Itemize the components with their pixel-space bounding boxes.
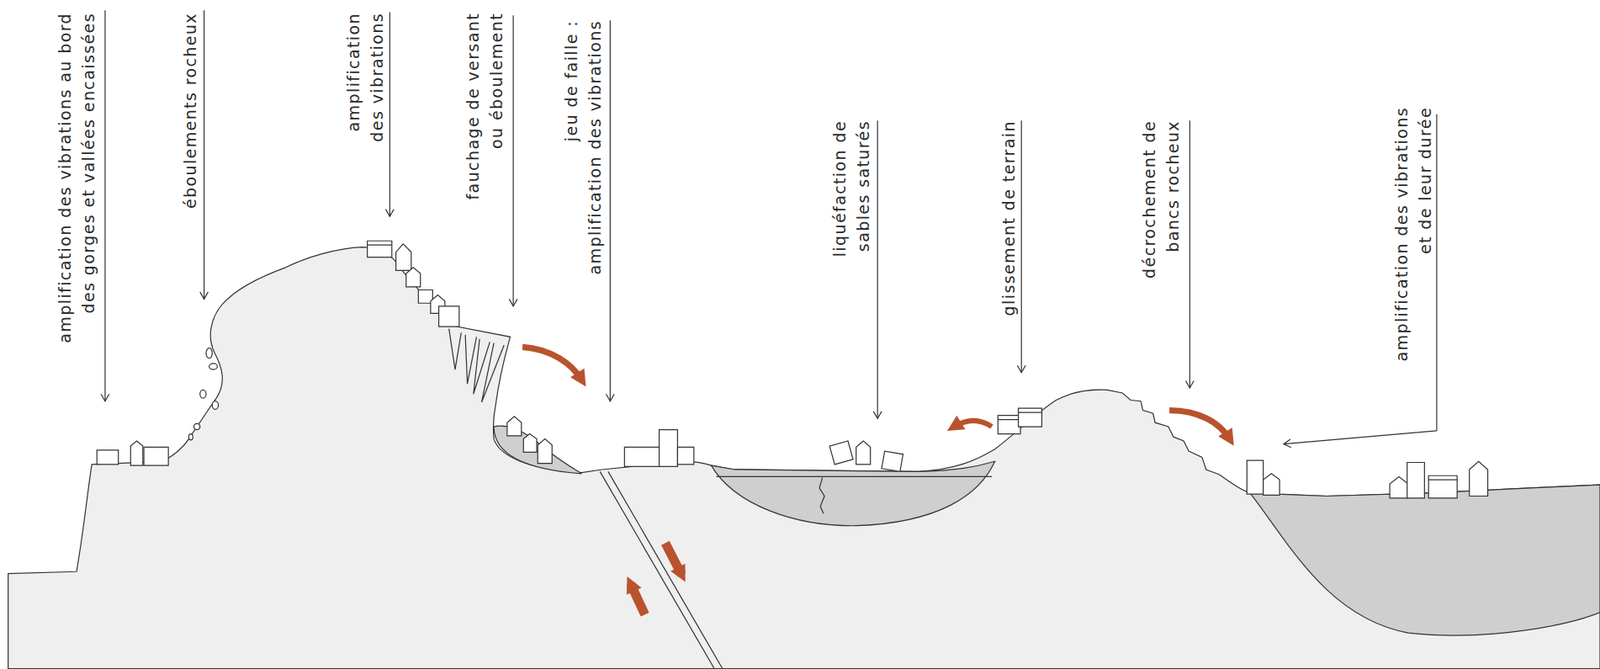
houses: [96, 240, 1488, 499]
annotation-label: liquéfaction de sables saturés: [827, 120, 875, 669]
label-line: amplification des vibrations: [1389, 106, 1414, 669]
label-line: amplification des vibrations au bord: [52, 12, 77, 602]
annotation-label: éboulements rocheux: [178, 12, 202, 602]
fault-arrow-down: [665, 542, 682, 575]
fallen-rocks: [188, 348, 218, 440]
label-line: amplification des vibrations: [582, 20, 607, 610]
liquefaction-crack: [819, 477, 825, 514]
label-line: liquéfaction de: [827, 120, 852, 669]
label-line: des vibrations: [365, 12, 389, 602]
label-line: et de leur durée: [1413, 106, 1437, 669]
annotation-label: jeu de faille : amplification des vibrat…: [559, 20, 607, 610]
slope-collapse-arrow: [522, 346, 582, 380]
label-line: bancs rocheux: [1160, 120, 1185, 669]
fault-arrow-up: [630, 583, 646, 615]
label-line: fauchage de versant: [460, 12, 485, 602]
label-line: sables saturés: [851, 120, 875, 669]
rock-slip-arrow: [1169, 410, 1230, 440]
landslide-arrow: [953, 420, 992, 427]
label-line: décrochement de: [1137, 120, 1161, 669]
fault-line: [599, 471, 723, 668]
annotation-label: amplification des vibrations: [341, 12, 389, 602]
scarp-cracks: [449, 328, 505, 403]
label-line: des gorges et vallées encaissées: [76, 12, 101, 602]
annotation-label: décrochement de bancs rocheux: [1137, 120, 1185, 669]
label-line: glissement de terrain: [996, 120, 1021, 669]
label-line: éboulements rocheux: [178, 12, 202, 602]
annotation-label: glissement de terrain: [996, 120, 1021, 669]
landscape: [8, 10, 1600, 668]
water-table: [716, 476, 993, 477]
ground: [8, 247, 1600, 669]
label-line: jeu de faille :: [559, 20, 583, 610]
annotation-label: fauchage de versant ou éboulement: [460, 12, 509, 602]
label-line: ou éboulement: [484, 12, 509, 602]
saturated-sand-basin: [710, 460, 995, 525]
label-line: amplification: [341, 12, 366, 602]
leader-arrows: [105, 10, 1437, 445]
sediment-basin: [1250, 484, 1600, 636]
annotation-label: amplification des vibrations et de leur …: [1389, 106, 1437, 669]
annotation-label: amplification des vibrations au bord des…: [52, 12, 101, 602]
